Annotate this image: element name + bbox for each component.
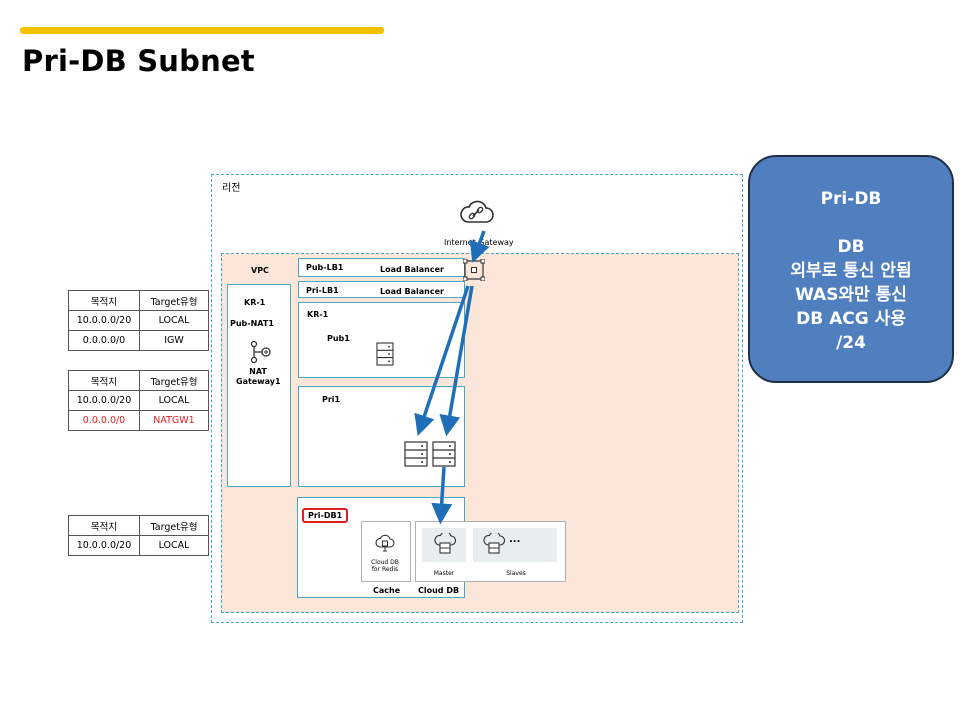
server-icon [432,441,456,467]
server-icon [404,441,428,467]
page-title: Pri-DB Subnet [22,44,255,78]
subnet-label: Pub-LB1 [306,263,344,272]
lb-label: Load Balancer [380,287,444,296]
table-cell: LOCAL [139,390,209,411]
redis-icon [375,534,395,552]
subnet-label: Pub1 [327,334,350,343]
callout-line: DB [837,237,865,257]
vpc-label: VPC [251,266,269,275]
callout-line: WAS와만 통신 [795,285,907,305]
callout-line: DB ACG 사용 [796,309,906,329]
database-icon [434,533,456,554]
table-cell: NATGW1 [139,410,209,431]
region-label: 리전 [222,183,241,194]
cloud-db-label: Cloud DB [418,586,460,595]
table-cell: LOCAL [139,535,209,556]
nat-zone-box [227,284,291,487]
pri-db1-label: Pri-DB1 [302,508,349,523]
lb-label: Load Balancer [380,265,444,274]
nat-gateway-icon [250,340,271,364]
nat-gateway-label: NAT Gateway1 [236,367,281,386]
slaves-label: Slaves [506,570,526,577]
arrow-was-to-db [431,466,453,525]
pri-lb-subnet [298,281,465,298]
table-cell: 0.0.0.0/0 [68,410,140,431]
cloud-link-icon [460,200,494,223]
subnet-label: Pub-NAT1 [230,319,274,328]
callout-line: 외부로 통신 안됨 [790,261,912,281]
cache-label: Cache [373,586,401,595]
table-cell: 0.0.0.0/0 [68,330,140,351]
table-cell: IGW [139,330,209,351]
pri1-subnet [298,386,465,487]
zone-label: KR-1 [307,310,329,319]
master-label: Master [433,570,455,577]
arrow-lb-to-was1 [414,285,470,436]
database-icon [483,533,505,554]
subnet-label: Pri-LB1 [306,286,339,295]
region-container [211,174,743,623]
callout-line: Pri-DB [820,189,882,209]
subnet-label: Pri1 [322,395,341,404]
arrow-igw-to-lb [469,230,490,263]
redis-label: Cloud DB for Redis [371,559,399,573]
callout-line [750,211,952,235]
server-icon [376,342,394,366]
callout-line: /24 [836,333,866,353]
description-callout: Pri-DB DB 외부로 통신 안됨 WAS와만 통신 DB ACG 사용 /… [748,155,954,383]
zone-label: KR-1 [244,298,266,307]
ellipsis-label: ... [509,534,521,545]
arrow-lb-to-was2 [439,285,474,437]
title-accent-bar [20,27,384,34]
